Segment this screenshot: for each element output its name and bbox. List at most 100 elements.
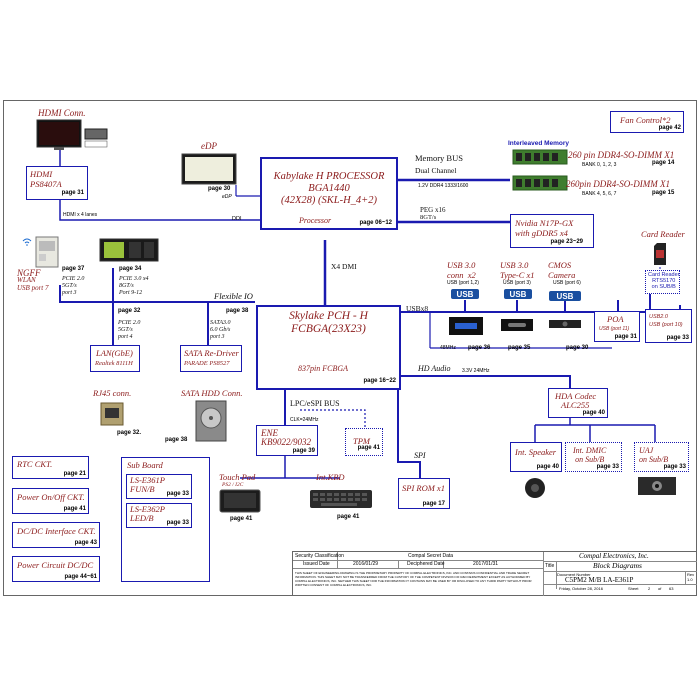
power-onoff-block: Power On/Off CKT. page 41: [12, 488, 89, 514]
hdmi-ps8407a-page: page 31: [61, 190, 84, 196]
usb-typec-logo-icon: USB: [504, 289, 532, 299]
rj45-page: page 32.: [117, 430, 142, 436]
nvidia-gpu-block: Nvidia N17P-GX with gDDR5 x4 page 23~29: [510, 214, 594, 248]
ene-ec-block: ENE KB9022/9032 page 39: [256, 425, 318, 456]
sata-redriver-title: SATA Re-Driver: [184, 348, 239, 358]
int-kbd-title: Int.KBD: [316, 472, 345, 482]
ene-title: ENE: [261, 428, 278, 438]
nvidia-page: page 23~29: [550, 239, 583, 245]
usbx8-label: USBx8: [406, 304, 429, 313]
usb30-conn-speed: 48MHz: [440, 345, 456, 351]
touchpad-page: page 41: [230, 516, 253, 522]
hda-codec-page: page 40: [582, 410, 605, 416]
ls-e362p-title: LS-E362P LED/B: [130, 504, 165, 523]
ngff-page: page 37: [62, 266, 85, 272]
sata-redriver-sub: PARADE PS8527: [184, 360, 230, 367]
int-kbd-page: page 41: [337, 514, 360, 520]
sheet-value: 2: [648, 586, 651, 591]
memory-bus-label: Memory BUS: [415, 153, 463, 163]
fan-control-page: page 42: [658, 125, 681, 131]
lan-pcie-page: page 32: [118, 308, 141, 314]
poa-block: POA USB (port 11) page 31: [594, 311, 640, 342]
keyboard-icon: [310, 490, 372, 508]
tpm-title: TPM: [353, 436, 370, 446]
deciphered-date-label: Deciphered Date: [407, 561, 445, 567]
card-reader-title: Card Reader: [641, 229, 685, 239]
spi-rom-page: page 17: [422, 501, 445, 507]
usb30-conn-title: USB 3.0 conn x2: [447, 260, 476, 280]
date-value: Friday, October 28, 2016: [559, 586, 603, 591]
edp-page: page 30: [208, 186, 231, 192]
usb-logo-icon: USB: [451, 289, 479, 299]
svg-text:USB: USB: [457, 290, 474, 299]
power-circuit-block: Power Circuit DC/DC page 44~61: [12, 556, 100, 582]
peg-label: PEG x16: [420, 206, 446, 214]
ls-e361p-title: LS-E361P FUN/B: [130, 475, 165, 494]
sata-hdd-page: page 38: [165, 437, 188, 443]
usb20-page: page 33: [666, 335, 689, 341]
wifi-icon: [22, 238, 32, 246]
power-circuit-page: page 44~61: [64, 574, 97, 580]
peg-speed: 8GT/s: [420, 214, 437, 221]
cpu-sub-label: Processor: [299, 216, 332, 225]
dcdc-title: DC/DC Interface CKT.: [17, 526, 96, 536]
power-onoff-title: Power On/Off CKT.: [17, 492, 85, 502]
monitor-icon: [36, 119, 82, 150]
uaj-title: UAJ on Sub/B: [639, 446, 669, 464]
usb-typec-page: page 35: [508, 345, 531, 351]
cpu-page: page 06~12: [359, 220, 392, 226]
fan-control-block: Fan Control*2 page 42: [610, 111, 684, 133]
sd-card-icon: [654, 243, 666, 265]
hdmi-ps8407a-title: HDMI PS8407A: [30, 169, 62, 189]
pch-pin-label: 837pin FCBGA: [298, 364, 348, 373]
lpc-espi-label: LPC/eSPI BUS: [290, 399, 340, 408]
power-circuit-title: Power Circuit DC/DC: [17, 560, 94, 570]
dimm-module-icon: [512, 149, 568, 191]
edp-title: eDP: [201, 141, 217, 151]
lpc-clk-label: CLK=24MHz: [290, 417, 319, 423]
spi-label: SPI: [414, 451, 426, 460]
int-dmic-block: Int. DMIC on Sub/B page 33: [565, 442, 622, 472]
poa-title: POA: [607, 314, 624, 324]
m2-ssd-icon: [99, 238, 159, 262]
touchpad-icon: [219, 489, 261, 513]
usb30-conn-port: USB (port 1,2): [447, 280, 479, 286]
usb-a-port-icon: [449, 317, 483, 335]
speaker-icon: [525, 478, 545, 498]
lan-gbe-title: LAN(GbE): [96, 348, 133, 358]
dcdc-page: page 43: [74, 540, 97, 546]
cmos-camera-page: page 30: [566, 345, 589, 351]
ngff-title: NGFF: [17, 268, 41, 278]
document-number-value: C5PM2 M/B LA-E361P: [565, 576, 634, 584]
rev-value: 1.0: [687, 577, 693, 582]
hdmi-ps8407a-block: HDMI PS8407A page 31: [26, 166, 88, 200]
ls-e361p-page: page 33: [166, 491, 189, 497]
usb20-block: USB2.0 USB (port 10) page 33: [645, 309, 692, 343]
cpu-package: BGA1440: [308, 183, 350, 194]
flexible-io-wire: [59, 285, 255, 303]
company-name: Compal Electronics, Inc.: [579, 552, 649, 560]
spi-rom-block: SPI ROM x1 page 17: [398, 478, 450, 509]
skylake-pch-block: Skylake PCH - H FCBGA(23X23) 837pin FCBG…: [256, 305, 401, 390]
usb-typec-port: USB (port 3): [503, 280, 531, 286]
ls-e362p-page: page 33: [166, 520, 189, 526]
tpm-page: page 41: [357, 445, 380, 451]
ddi-wire: [59, 200, 260, 221]
ssd-page: page 34: [119, 266, 142, 272]
usb-logo-icon: USB: [549, 291, 581, 301]
svg-text:USB: USB: [557, 292, 574, 301]
rts5170-label: Card Reader RTS5170 on SUB/B: [648, 272, 680, 290]
uaj-block: UAJ on Sub/B page 33: [634, 442, 689, 472]
dimm1-title: 260 pin DDR4-SO-DIMM X1: [568, 150, 675, 160]
int-dmic-page: page 33: [596, 464, 619, 470]
hdmi-conn-title: HDMI Conn.: [38, 108, 86, 118]
hdd-icon: [195, 400, 227, 442]
int-dmic-title: Int. DMIC on Sub/B: [573, 446, 607, 464]
lan-gbe-block: LAN(GbE) Realtek 8111H: [90, 345, 140, 372]
usb-typec-title: USB 3.0 Type-C x1: [500, 260, 535, 280]
sub-board-title: Sub Board: [127, 460, 163, 470]
nvidia-sub: with gDDR5 x4: [515, 228, 568, 238]
ddi-label: DDI: [232, 216, 242, 222]
sata-spec: SATA3.0 6.0 Gb/s port 3: [210, 320, 231, 340]
